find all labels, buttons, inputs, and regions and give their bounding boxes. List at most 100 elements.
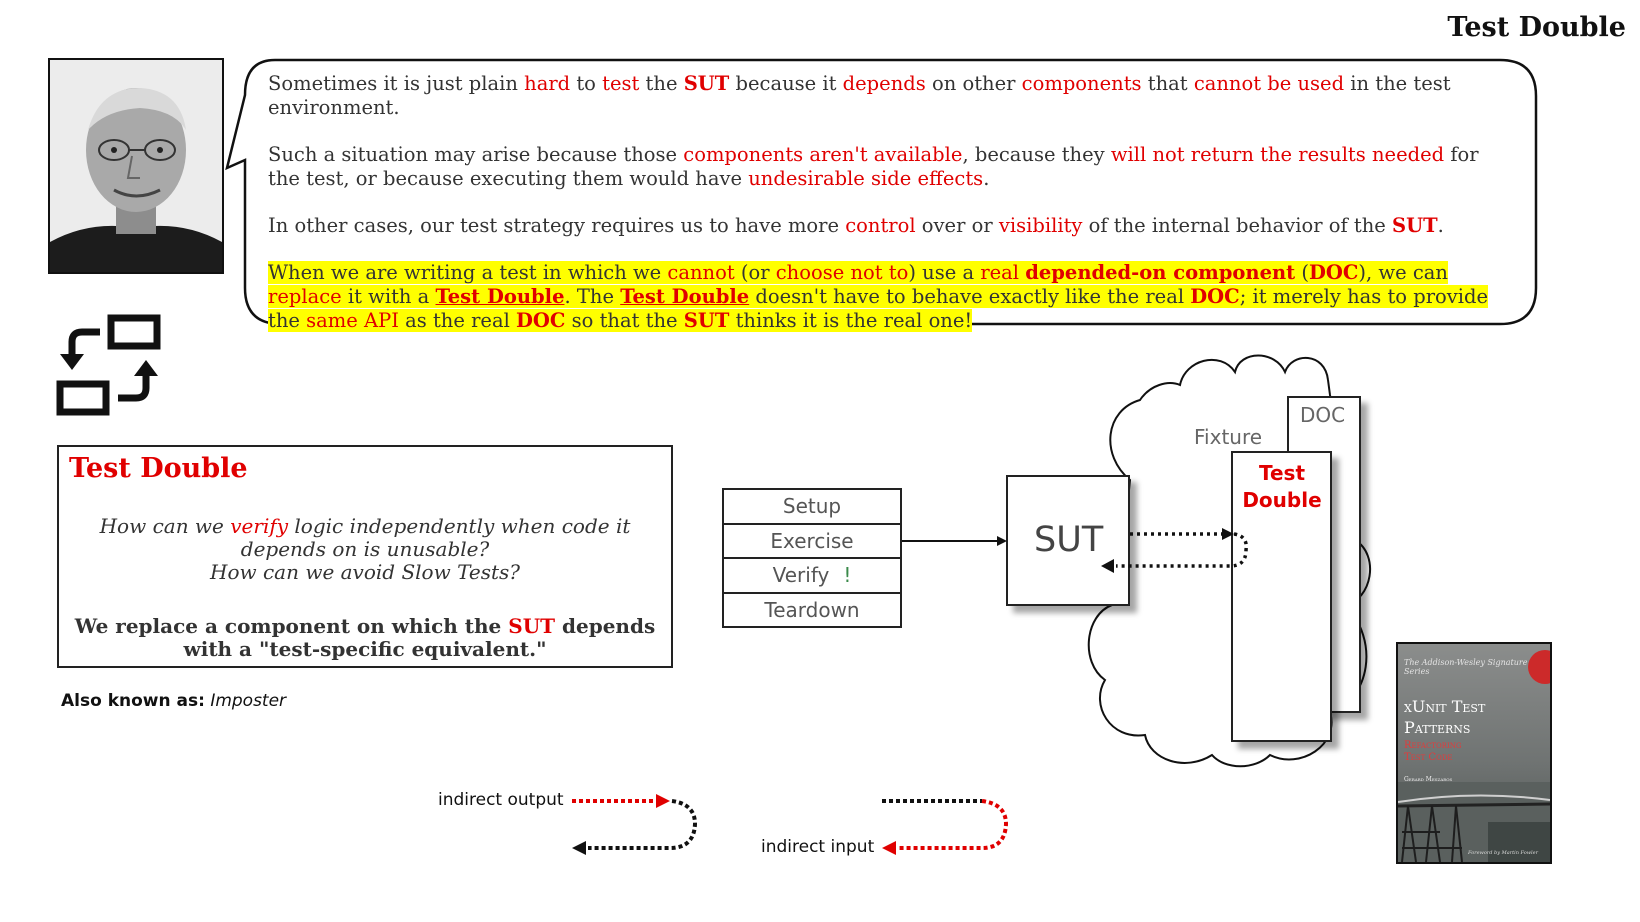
text-run: real — [980, 261, 1020, 284]
text-run: ( — [1295, 261, 1309, 284]
text-run: ), we can — [1358, 261, 1448, 284]
text-run: SUT — [508, 614, 556, 638]
text-run: We replace a component on which the — [74, 614, 509, 638]
text-run: components aren't available — [683, 143, 963, 166]
phase-verify: Verify! — [722, 557, 902, 594]
legend-output-black-loop — [588, 799, 698, 850]
text-run: ) use a — [908, 261, 981, 284]
text-run: . — [1437, 214, 1444, 237]
text-run: Test Double — [435, 285, 565, 308]
book-author: Gerard Meszaros — [1404, 776, 1453, 783]
phase-label: Verify — [772, 563, 830, 588]
text-run: that — [1141, 72, 1194, 95]
indirect-output-arrowhead — [1222, 528, 1234, 540]
book-foreword: Foreword by Martin Fowler — [1468, 850, 1538, 856]
fixture-label: Fixture — [1194, 425, 1263, 449]
text-run: Sometimes it is just plain — [268, 72, 525, 95]
text-run: as the real — [398, 309, 517, 332]
bubble-paragraph-3: In other cases, our test strategy requir… — [268, 214, 1516, 238]
text-run: components — [1021, 72, 1142, 95]
text-run: DOC — [1309, 261, 1359, 284]
book-subtitle-line: Refactoring — [1404, 740, 1462, 751]
book-series: The Addison-Wesley Signature Series — [1404, 658, 1528, 676]
pattern-question: How can we verify logic independently wh… — [73, 515, 657, 584]
text-run: SUT — [1392, 214, 1438, 237]
test-double-label-line: Test — [1258, 461, 1305, 485]
phase-setup: Setup — [722, 488, 902, 525]
text-run: choose not to — [775, 261, 909, 284]
text-run: thinks it is the real one! — [729, 309, 973, 332]
text-run: doesn't have to behave exactly like the … — [749, 285, 1191, 308]
text-run: undesirable side effects — [748, 167, 984, 190]
phase-label: Exercise — [770, 528, 854, 553]
text-run: , because they — [962, 143, 1111, 166]
text-run: Such a situation may arise because those — [268, 143, 684, 166]
aka-value: Imposter — [210, 691, 287, 711]
text-run: cannot be used — [1193, 72, 1345, 95]
page-title: Test Double — [1447, 12, 1626, 43]
legend-indirect-input: indirect input — [761, 837, 875, 857]
text-run: When we are writing a test in which we — [268, 261, 668, 284]
also-known-as: Also known as: Imposter — [61, 691, 286, 711]
indirect-loop-path — [1116, 532, 1248, 568]
book-title-line: xUnit Test — [1404, 697, 1486, 716]
text-run: over or — [915, 214, 999, 237]
swap-icon — [56, 314, 161, 416]
pattern-title: Test Double — [69, 453, 248, 484]
bubble-text: Sometimes it is just plain hard to test … — [268, 72, 1516, 356]
indirect-input-arrowhead — [1101, 559, 1114, 573]
text-run: hard — [524, 72, 571, 95]
book-cover: The Addison-Wesley Signature Series xUni… — [1396, 642, 1552, 864]
author-portrait — [48, 58, 224, 274]
text-run: SUT — [683, 309, 730, 332]
text-run: will not return the results needed — [1110, 143, 1445, 166]
text-run: of the internal behavior of the — [1082, 214, 1393, 237]
sut-label: SUT — [1034, 520, 1104, 560]
text-run: In other cases, our test strategy requir… — [268, 214, 846, 237]
text-run: Test Double — [620, 285, 750, 308]
text-run: test — [602, 72, 640, 95]
phase-label: Teardown — [764, 597, 860, 622]
pattern-solution: We replace a component on which the SUT … — [69, 615, 661, 661]
bubble-paragraph-4: When we are writing a test in which we c… — [268, 261, 1516, 333]
test-double-box — [1231, 451, 1332, 742]
text-run: DOC — [1190, 285, 1240, 308]
text-run: . — [983, 167, 990, 190]
legend-output-red-arrowhead — [656, 794, 670, 808]
text-run: depends — [842, 72, 926, 95]
text-run: the — [639, 72, 684, 95]
phase-label: Setup — [782, 494, 842, 519]
book-badge — [1528, 650, 1550, 684]
book-subtitle-line: Test Code — [1404, 752, 1453, 763]
text-run: on other — [925, 72, 1022, 95]
text-run: in the test environment. — [268, 72, 1451, 119]
text-run: depends with a "test-specific equivalent… — [183, 614, 656, 661]
test-phases: Setup Exercise Verify! Teardown — [722, 488, 902, 628]
text-run: because it — [729, 72, 843, 95]
text-run: DOC — [516, 309, 566, 332]
text-run: cannot — [667, 261, 735, 284]
text-run: depended-on component — [1025, 261, 1296, 284]
fixture-cloud — [1087, 354, 1371, 768]
legend-indirect-output: indirect output — [438, 790, 564, 810]
phase-exercise: Exercise — [722, 522, 902, 559]
text-run: (or — [734, 261, 776, 284]
pattern-summary-box: Test Double How can we verify logic inde… — [57, 445, 673, 668]
text-run: control — [845, 214, 916, 237]
legend-output-black-arrowhead — [572, 841, 586, 855]
bridge-illustration — [1398, 782, 1550, 862]
bubble-paragraph-1: Sometimes it is just plain hard to test … — [268, 72, 1516, 120]
legend-input-red-arrowhead — [882, 841, 896, 855]
text-run: ; it merely has to provide the — [268, 285, 1489, 332]
text-run: for the test, or because executing them … — [268, 143, 1479, 190]
text-run: . The — [564, 285, 621, 308]
book-subtitle: Refactoring Test Code — [1404, 740, 1544, 764]
bubble-paragraph-2: Such a situation may arise because those… — [268, 143, 1516, 191]
text-run: How can we avoid Slow Tests? — [210, 560, 520, 584]
text-run: it with a — [341, 285, 436, 308]
text-run: SUT — [683, 72, 730, 95]
phase-teardown: Teardown — [722, 591, 902, 628]
text-run: verify — [230, 514, 289, 538]
sut-box — [1006, 475, 1130, 606]
